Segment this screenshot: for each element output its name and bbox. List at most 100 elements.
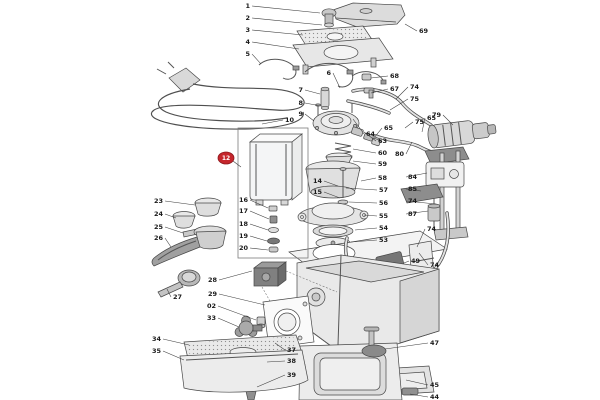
part-label-53: 53: [379, 236, 388, 244]
leader-line-highlight: [232, 160, 242, 168]
portafilter: [151, 225, 227, 267]
leader-line-29: [218, 293, 266, 306]
leader-line-58: [360, 177, 377, 182]
thermal-fuse: [320, 86, 330, 111]
part-label-47: 47: [430, 339, 439, 347]
leader-line-87: [405, 210, 429, 215]
group-gasket: [312, 224, 354, 238]
highlight-ellipse: [217, 151, 235, 165]
water-tank-assembly: [237, 127, 309, 259]
part-label-26: 26: [154, 234, 164, 242]
part-label-14: 14: [313, 177, 323, 185]
vibration-pump: [424, 120, 497, 165]
leader-line-1: [251, 5, 321, 14]
part-label-37: 37: [287, 346, 296, 354]
leader-line-69: [404, 23, 418, 32]
part-label-34: 34: [152, 335, 162, 343]
part-label-9: 9: [298, 110, 303, 118]
part-label-1: 1: [245, 2, 250, 10]
leader-line-10: [261, 119, 284, 125]
tank-group-box: [237, 127, 309, 259]
steam-knob: [234, 315, 263, 337]
leader-line-65b: [373, 127, 383, 139]
leader-line-63: [363, 131, 377, 142]
leader-line-53: [350, 239, 378, 243]
part-label-38: 38: [287, 357, 297, 365]
part-label-65a: 65: [427, 114, 437, 122]
leader-line-37: [274, 342, 286, 351]
part-label-35: 35: [152, 347, 162, 355]
leader-line-55: [363, 214, 378, 217]
leader-line-15: [323, 191, 341, 199]
leader-line-18: [249, 223, 269, 231]
drip-tray: [179, 349, 309, 393]
leader-line-20: [249, 247, 269, 251]
leader-line-44: [409, 393, 429, 398]
part-label-80: 80: [395, 150, 405, 158]
part-label-56: 56: [379, 199, 389, 207]
leader-line-7: [304, 89, 321, 95]
leader-line-60: [352, 148, 377, 154]
valve-pin: [337, 167, 349, 205]
leader-line-74c: [416, 228, 426, 248]
leader-line-28: [218, 270, 253, 281]
part-label-75a: 75: [410, 95, 420, 103]
part-label-87: 87: [408, 210, 417, 218]
foot-44b: [401, 387, 419, 396]
leader-line-67: [370, 88, 389, 94]
leader-line-39: [256, 374, 286, 388]
leader-line-75b: [404, 121, 414, 129]
leader-line-19: [249, 235, 268, 242]
leader-line-45: [405, 379, 429, 386]
part-label-59: 59: [378, 160, 388, 168]
leader-line-75a: [389, 98, 409, 111]
part-label-65b: 65: [384, 124, 394, 132]
leader-line-80: [405, 141, 413, 155]
part-label-17: 17: [239, 207, 248, 215]
leader-line-74a: [395, 86, 409, 100]
pump-stand: [433, 150, 469, 241]
part-label-60: 60: [378, 149, 388, 157]
bracket-84: [425, 161, 465, 188]
leader-line-02: [217, 305, 257, 321]
leader-line-74b: [405, 200, 437, 205]
part-label-39: 39: [287, 371, 297, 379]
leader-line-24: [164, 213, 177, 219]
leader-line-79: [442, 114, 454, 126]
part-label-69: 69: [419, 27, 429, 35]
part-label-85: 85: [408, 185, 418, 193]
leader-line-4: [251, 41, 300, 50]
part-label-75b: 75: [415, 118, 425, 126]
part-label-18: 18: [239, 220, 249, 228]
part-label-02: 02: [207, 302, 216, 310]
part-label-45: 45: [430, 381, 440, 389]
tray-frame: [292, 37, 394, 75]
leader-line-35: [162, 350, 185, 361]
tank-valve-parts: [267, 205, 280, 253]
leader-line-49: [403, 260, 410, 264]
leader-line-5: [251, 53, 262, 65]
leader-line-56: [348, 201, 378, 204]
leader-line-47: [384, 342, 429, 350]
leader-line-2: [251, 17, 323, 26]
part-label-79: 79: [432, 111, 442, 119]
part-label-57: 57: [379, 186, 388, 194]
part-label-63: 63: [378, 137, 387, 145]
highlight-layer: 12: [217, 151, 242, 168]
leader-line-65a: [421, 117, 426, 133]
leader-line-17: [249, 210, 270, 220]
part-label-84: 84: [408, 173, 418, 181]
part-label-25: 25: [154, 223, 164, 231]
part-label-27: 27: [173, 293, 182, 301]
part-label-15: 15: [313, 188, 323, 196]
part-label-8: 8: [298, 99, 303, 107]
leader-line-84: [405, 172, 428, 178]
thermostat-wires: [258, 58, 387, 88]
boiler-top-half: [312, 110, 360, 136]
part-label-6: 6: [326, 69, 331, 77]
leader-line-23: [164, 200, 196, 206]
part-label-7: 7: [298, 86, 303, 94]
part-label-44: 44: [430, 393, 440, 400]
part-label-4: 4: [245, 38, 250, 46]
